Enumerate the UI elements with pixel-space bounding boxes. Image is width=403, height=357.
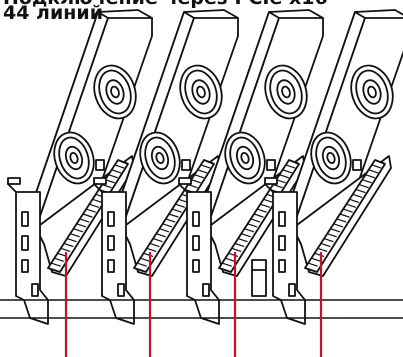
extra-slot bbox=[252, 260, 266, 296]
port-3 bbox=[108, 260, 114, 272]
port-4 bbox=[289, 284, 295, 296]
bracket-lip bbox=[265, 178, 277, 184]
port-3 bbox=[22, 260, 28, 272]
port-2 bbox=[22, 236, 28, 250]
port-4 bbox=[32, 284, 38, 296]
port-1 bbox=[22, 212, 28, 226]
port-1 bbox=[108, 212, 114, 226]
connector-latch bbox=[267, 160, 275, 170]
port-4 bbox=[203, 284, 209, 296]
bracket-tab bbox=[8, 184, 16, 192]
connector-latch bbox=[353, 160, 361, 170]
port-4 bbox=[118, 284, 124, 296]
port-1 bbox=[193, 212, 199, 226]
port-1 bbox=[279, 212, 285, 226]
port-3 bbox=[193, 260, 199, 272]
bracket-lip bbox=[8, 178, 20, 184]
connector-latch bbox=[96, 160, 104, 170]
bracket-lip bbox=[179, 178, 191, 184]
caption-main-line: 44 линий bbox=[3, 4, 103, 23]
connector-latch bbox=[182, 160, 190, 170]
bracket-lip bbox=[94, 178, 106, 184]
port-2 bbox=[279, 236, 285, 250]
port-3 bbox=[279, 260, 285, 272]
port-2 bbox=[108, 236, 114, 250]
port-2 bbox=[193, 236, 199, 250]
